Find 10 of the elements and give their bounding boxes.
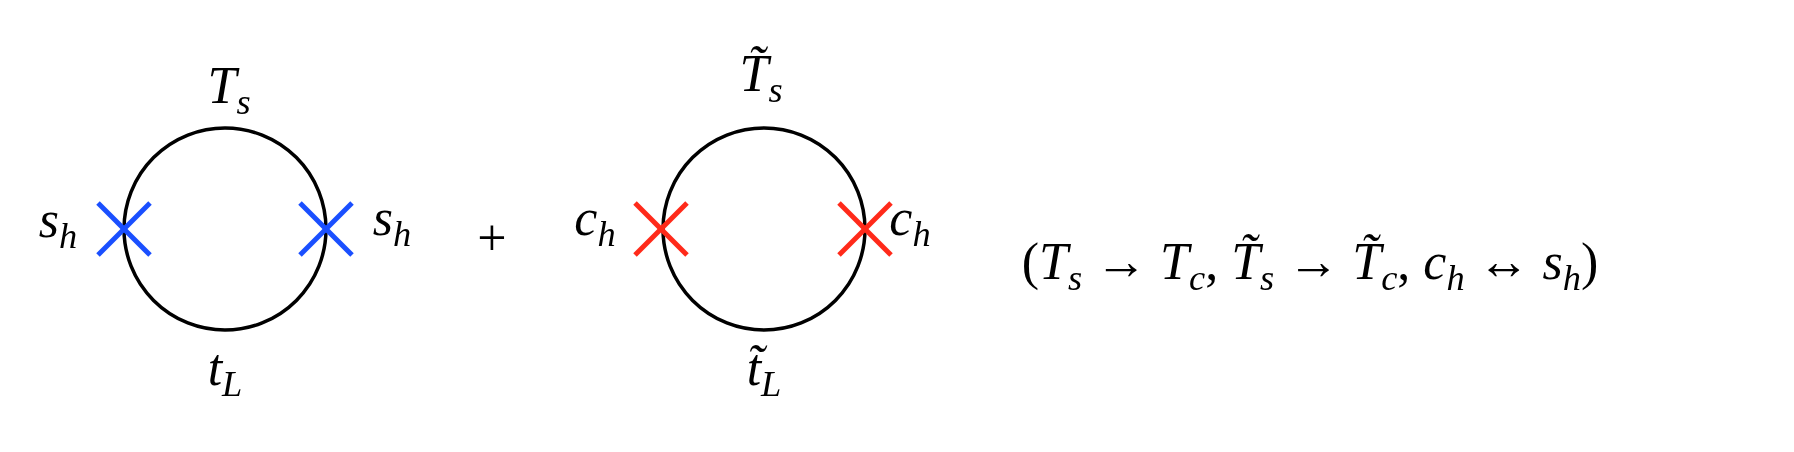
vertex-label: c$_{h}$ bbox=[889, 191, 931, 253]
plus-sign: + bbox=[477, 212, 507, 264]
particle-label: T$_{s}$ bbox=[207, 59, 251, 121]
vertex-label: s$_{h}$ bbox=[38, 193, 78, 255]
vertex-label: c$_{h}$ bbox=[574, 191, 616, 253]
substitution-note: (T$_{s}$ → T$_{c}$, T̃$_{s}$ → T̃$_{c}$, c$_{h}$ ↔ s$_{h}$) bbox=[1021, 235, 1599, 297]
particle-label: t$_{L}$ bbox=[207, 341, 243, 403]
particle-label: T̃$_{s}$ bbox=[739, 47, 783, 109]
particle-label: t̃$_{L}$ bbox=[746, 341, 782, 403]
vertex-label: s$_{h}$ bbox=[372, 191, 412, 253]
